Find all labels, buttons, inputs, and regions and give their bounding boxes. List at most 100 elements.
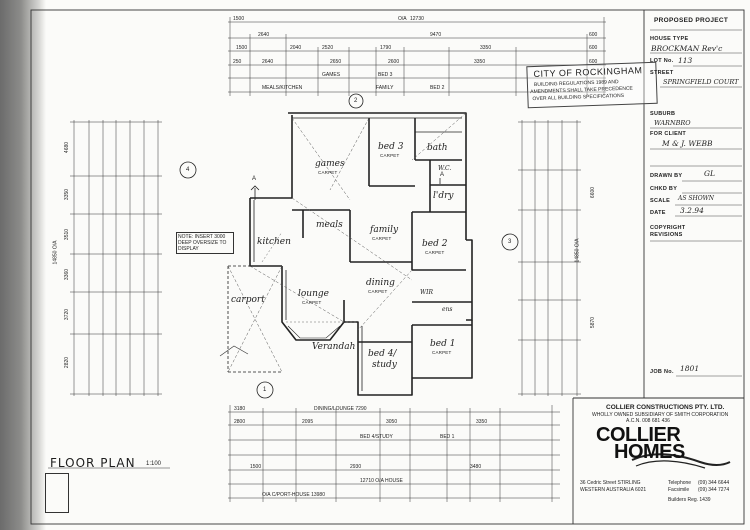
room-lounge: lounge [298,289,329,299]
tb-copyright-label: COPYRIGHT [650,225,686,231]
dim-top-r2-0: 1500 [236,45,248,51]
room-bed1: bed 1 [430,339,456,349]
dim-top-1: 1500 [233,16,245,22]
company-acn: A.C.N. 008 681 436 [626,418,670,424]
room-games-finish: CARPET [318,170,338,175]
company-address-2: WESTERN AUSTRALIA 6021 [580,487,647,493]
dim-top-r1-1: 9470 [430,32,442,38]
company-telephone-label: Telephone [668,480,692,486]
tb-lot-value: 113 [678,56,693,65]
dim-top-r3-0: 250 [233,59,242,65]
dim-bottom-r2-3: 3350 [476,419,488,425]
dim-top-r2-1: 2040 [290,45,302,51]
marker-2: 2 [354,98,358,104]
tb-date-value: 3.2.94 [680,206,704,215]
dim-top-r3-3: 2600 [388,59,400,65]
section-mark-a-right: A [440,172,445,178]
dim-label-meals: MEALS/KITCHEN [262,85,303,91]
dim-bottom-r2-1: 2095 [302,419,314,425]
dim-top-r1-2: 600 [589,32,598,38]
dim-bottom-r3-0: 1500 [250,464,262,470]
tb-house-type-value: BROCKMAN Rev'c [651,44,723,53]
tb-heading: PROPOSED PROJECT [654,17,729,24]
section-mark-a-top: A [252,176,257,182]
room-ldry: l'dry [433,191,454,201]
room-lounge-finish: CARPET [302,300,322,305]
room-bed2: bed 2 [422,239,448,249]
dim-top-r1-0: 2640 [258,32,270,38]
dim-bottom-overall: 12710 O/A HOUSE [360,478,403,484]
tb-client-label: FOR CLIENT [650,131,686,137]
dim-bottom-carport: O/A C/PORT-HOUSE 13980 [262,492,325,498]
company-subsidiary: WHOLLY OWNED SUBSIDIARY OF SMITH CORPORA… [592,412,729,418]
tb-scale-label: SCALE [650,198,671,204]
marker-1: 1 [263,387,267,393]
room-bed2-finish: CARPET [425,250,445,255]
dim-label-bed2: BED 2 [430,85,445,91]
room-bed1-finish: CARPET [432,350,452,355]
dim-top-r2-4: 3350 [480,45,492,51]
dim-bottom-r2-0: 2800 [234,419,246,425]
tb-lot-label: LOT No. [650,58,674,64]
marker-3: 3 [508,239,512,245]
room-dining: dining [366,278,395,288]
dim-top-r3-1: 2640 [262,59,274,65]
company-address-1: 36 Cedric Street STIRLING [580,480,641,486]
dim-bottom-r2-2: 3050 [386,419,398,425]
tb-street-value: SPRINGFIELD COURT [663,78,739,86]
dim-label-bed1: BED 1 [440,434,455,440]
room-dining-finish: CARPET [368,289,388,294]
room-bed3-finish: CARPET [380,153,400,158]
tb-chkd-label: CHKD BY [650,186,678,192]
tb-street-label: STREET [650,70,674,76]
room-bed3: bed 3 [378,142,404,152]
tb-drawn-label: DRAWN BY [650,173,683,179]
dim-label-family: FAMILY [376,85,394,91]
tb-job-value: 1801 [680,364,700,373]
dim-top-r3-4: 3350 [474,59,486,65]
tb-scale-value: AS SHOWN [678,195,715,202]
room-kitchen: kitchen [257,237,291,247]
room-games: games [315,159,345,169]
tb-drawn-value: GL [704,169,715,178]
tb-revisions-label: REVISIONS [650,232,683,238]
company-facsimile-label: Facsimile [668,487,690,493]
drawing-scale: 1:100 [146,461,162,467]
tb-house-type-label: HOUSE TYPE [650,36,689,42]
logo-homes: HOMES [614,441,685,463]
company-telephone: (09) 344 6644 [698,480,730,486]
company-builders-reg: Builders Reg. 1439 [668,497,711,503]
room-ens: ens [442,306,453,313]
room-wc: W.C. [438,165,452,172]
room-family-finish: CARPET [372,236,392,241]
drawing-title: FLOOR PLAN [50,456,136,470]
dim-bottom-rooms: DINING/LOUNGE 7290 [314,406,367,412]
dim-top-r2-2: 2520 [322,45,334,51]
tb-job-label: JOB No. [650,369,674,375]
tb-suburb-value: WARNBRO [654,119,691,127]
tb-date-label: DATE [650,210,666,216]
dim-top-overall: 12730 [410,16,424,22]
room-wir: WIR [420,289,434,296]
room-carport: carport [231,295,265,305]
dim-bottom-r3-2: 3480 [470,464,482,470]
scan-shadow [0,0,46,530]
dim-top-r2-3: 1790 [380,45,392,51]
dim-label-games: GAMES [322,72,341,78]
dim-bottom-r3-1: 2930 [350,464,362,470]
room-bath: bath [427,143,448,153]
dim-bottom-r1-0: 3180 [234,406,246,412]
room-meals: meals [316,220,343,230]
dim-label-bed4: BED 4/STUDY [360,434,393,440]
dim-top-r3-2: 2650 [330,59,342,65]
room-study: study [372,360,397,370]
drawing-note: NOTE: INSERT 3000 DEEP OVERSIZE TO DISPL… [176,232,234,254]
dim-top-r3-5: 600 [589,59,598,65]
logo-collier: COLLIER [596,424,681,446]
area-schedule-box [45,473,69,513]
tb-suburb-label: SUBURB [650,111,676,117]
marker-4: 4 [186,167,190,173]
